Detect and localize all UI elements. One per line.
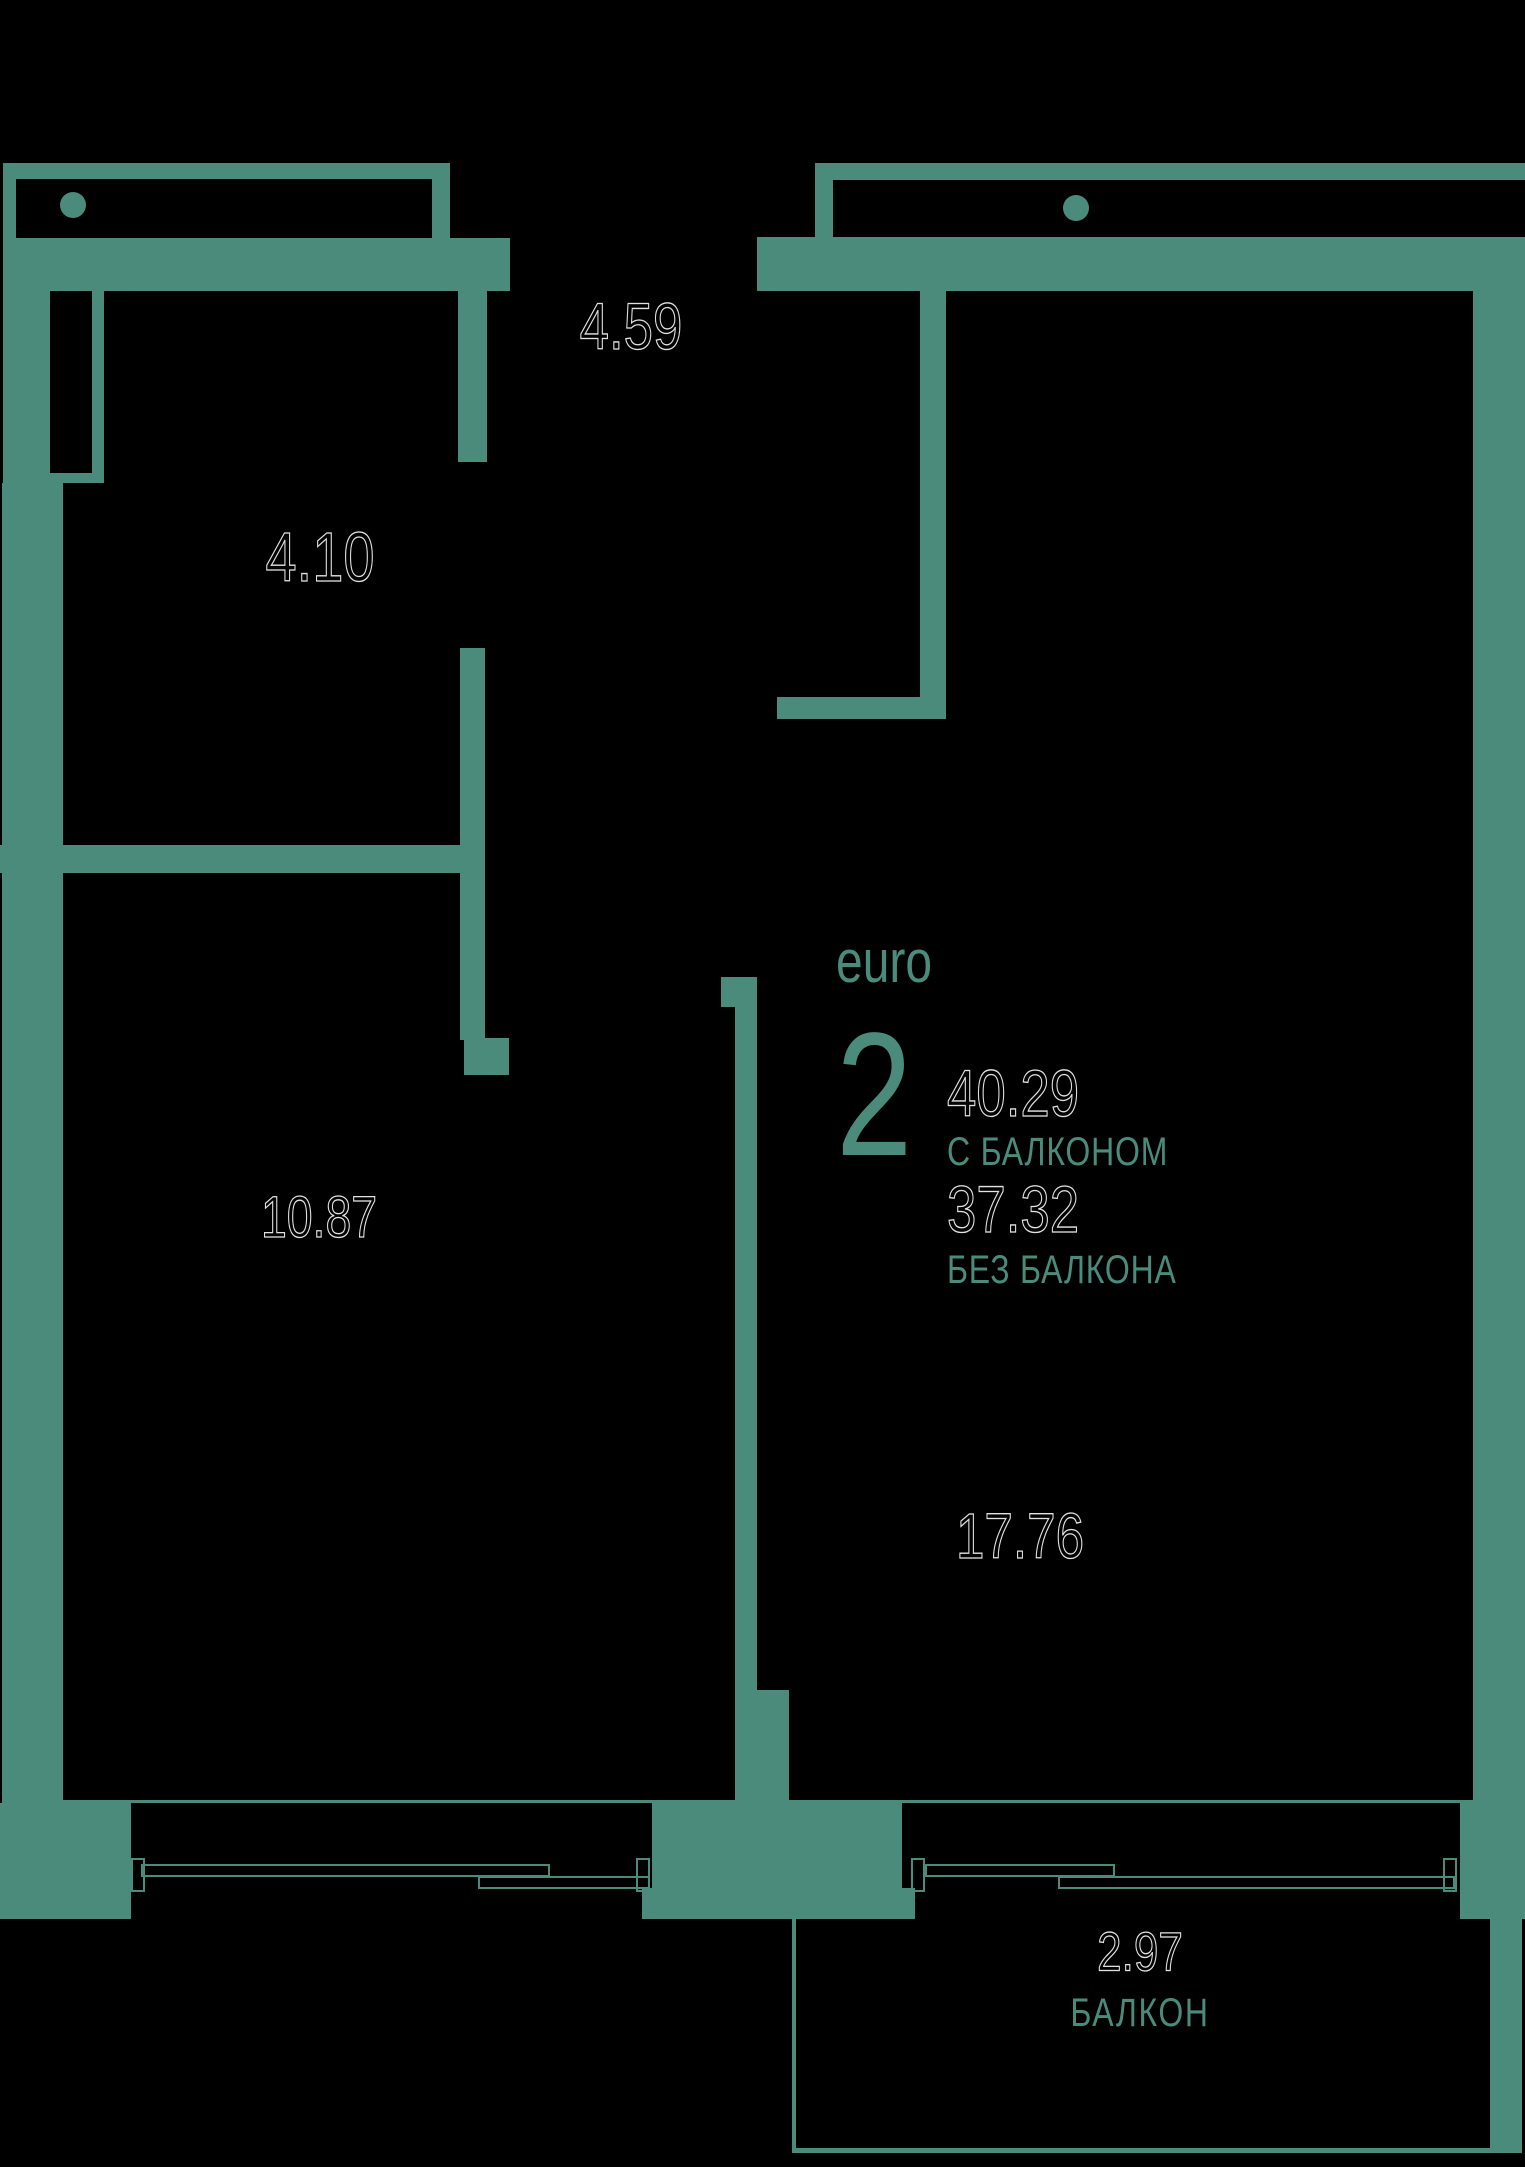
wall-jamb-foot xyxy=(464,1038,509,1075)
unit-area-with-balcony: 40.29 xyxy=(946,1056,1080,1130)
wall-niche-side xyxy=(92,291,104,483)
wall-top-left xyxy=(3,238,510,291)
window-left-sash-b xyxy=(478,1876,650,1889)
wall-center-body xyxy=(735,1007,757,1700)
room-area-bedroom: 10.87 xyxy=(260,1185,378,1250)
wall-niche-cap xyxy=(50,473,104,483)
wall-pier-left xyxy=(0,1803,131,1919)
unit-with-balcony-label: С БАЛКОНОМ xyxy=(947,1130,1169,1174)
unit-type-label: euro xyxy=(836,928,933,995)
wall-storage-jamb-upper xyxy=(458,290,487,462)
wall-rail-left-post-b xyxy=(432,163,450,238)
post-dot-icon xyxy=(60,192,86,218)
room-area-storage: 4.10 xyxy=(265,518,375,596)
wall-hall-bottom xyxy=(777,697,946,719)
wall-left-upper xyxy=(3,291,50,483)
room-area-kitchen-living: 17.76 xyxy=(955,1500,1085,1572)
wall-balcony-right xyxy=(1490,1919,1522,2153)
wall-bottom-face-line xyxy=(2,1800,1473,1803)
window-right-endcap xyxy=(911,1858,925,1892)
wall-pier-right xyxy=(1460,1803,1525,1919)
wall-rail-right-post xyxy=(815,163,833,237)
wall-storage-jamb-lower xyxy=(460,648,485,1040)
window-left-endcap xyxy=(131,1858,145,1892)
wall-hall-right xyxy=(920,291,946,719)
wall-room-divider xyxy=(0,845,460,873)
wall-top-right xyxy=(757,237,1525,291)
unit-rooms-count: 2 xyxy=(836,997,913,1193)
unit-area-without-balcony: 37.32 xyxy=(946,1172,1080,1246)
unit-without-balcony-label: БЕЗ БАЛКОНА xyxy=(947,1248,1177,1292)
window-left-sash-a xyxy=(141,1864,550,1877)
wall-left-lower xyxy=(2,483,63,1919)
wall-rail-left xyxy=(3,163,450,179)
post-dot-icon xyxy=(1063,195,1089,221)
window-left-endcap xyxy=(636,1858,650,1892)
wall-center-lower xyxy=(735,1690,789,1803)
balcony-label: БАЛКОН xyxy=(1070,1991,1210,2035)
wall-rail-left-post-a xyxy=(3,163,16,238)
wall-rail-right xyxy=(823,163,1525,180)
window-right-sash-a xyxy=(925,1864,1115,1877)
wall-balcony-bottom xyxy=(792,2148,1514,2153)
window-right-sash-b xyxy=(1058,1876,1455,1889)
wall-right xyxy=(1473,291,1525,1919)
wall-pier-center-lip xyxy=(642,1888,915,1919)
room-area-hallway: 4.59 xyxy=(579,289,683,363)
wall-center-head xyxy=(721,977,757,1007)
wall-balcony-left xyxy=(792,1919,796,2152)
window-right-endcap xyxy=(1443,1858,1457,1892)
room-area-balcony: 2.97 xyxy=(1097,1920,1184,1983)
